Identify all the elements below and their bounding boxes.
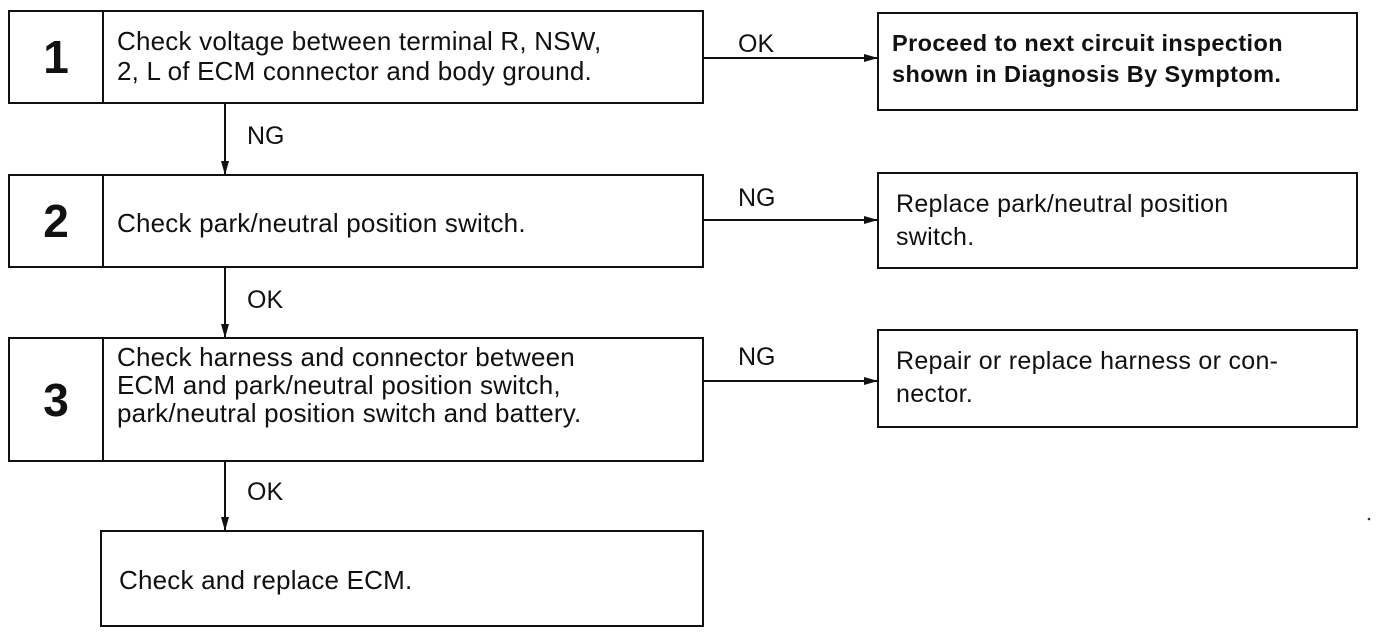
step-1-text: Check voltage between terminal R, NSW, 2… [117, 26, 601, 86]
result-1-line-2: shown in Diagnosis By Symptom. [892, 61, 1282, 87]
step-2-line-1: Check park/neutral position switch. [117, 208, 526, 238]
result-1-line-1: Proceed to next circuit inspection [892, 30, 1283, 56]
result-3-box: Repair or replace harness or con- nector… [877, 329, 1358, 428]
step-1-line-1: Check voltage between terminal R, NSW, [117, 26, 602, 56]
stray-dot [1367, 517, 1371, 521]
result-2-line-2: switch. [896, 223, 975, 251]
label-step2-ok: OK [247, 286, 284, 314]
label-step3-ng: NG [738, 343, 776, 371]
result-3-line-2: nector. [896, 380, 974, 408]
step-3-line-3: park/neutral position switch and battery… [117, 398, 582, 428]
label-step1-ok: OK [738, 30, 775, 58]
result-2-box: Replace park/neutral position switch. [877, 172, 1358, 269]
final-step-line-1: Check and replace ECM. [119, 565, 413, 595]
step-3-number: 3 [10, 339, 104, 460]
label-step1-ng: NG [247, 122, 285, 150]
result-1-box: Proceed to next circuit inspection shown… [877, 12, 1358, 111]
result-3-text: Repair or replace harness or con- nector… [896, 345, 1278, 411]
step-3-line-1: Check harness and connector between [117, 342, 575, 372]
step-1-number: 1 [10, 12, 104, 102]
step-2-box: 2 Check park/neutral position switch. [8, 174, 704, 268]
final-step-text: Check and replace ECM. [119, 565, 412, 595]
step-2-text: Check park/neutral position switch. [117, 208, 526, 238]
final-step-box: Check and replace ECM. [100, 530, 704, 627]
label-step3-ok: OK [247, 478, 284, 506]
step-1-box: 1 Check voltage between terminal R, NSW,… [8, 10, 704, 104]
label-step2-ng: NG [738, 184, 776, 212]
result-1-text: Proceed to next circuit inspection shown… [892, 28, 1283, 90]
step-2-number: 2 [10, 176, 104, 266]
result-2-text: Replace park/neutral position switch. [896, 188, 1229, 254]
step-3-text: Check harness and connector between ECM … [117, 343, 581, 427]
step-3-line-2: ECM and park/neutral position switch, [117, 370, 561, 400]
result-2-line-1: Replace park/neutral position [896, 190, 1229, 218]
result-3-line-1: Repair or replace harness or con- [896, 347, 1279, 375]
step-1-line-2: 2, L of ECM connector and body ground. [117, 56, 592, 86]
step-3-box: 3 Check harness and connector between EC… [8, 337, 704, 462]
